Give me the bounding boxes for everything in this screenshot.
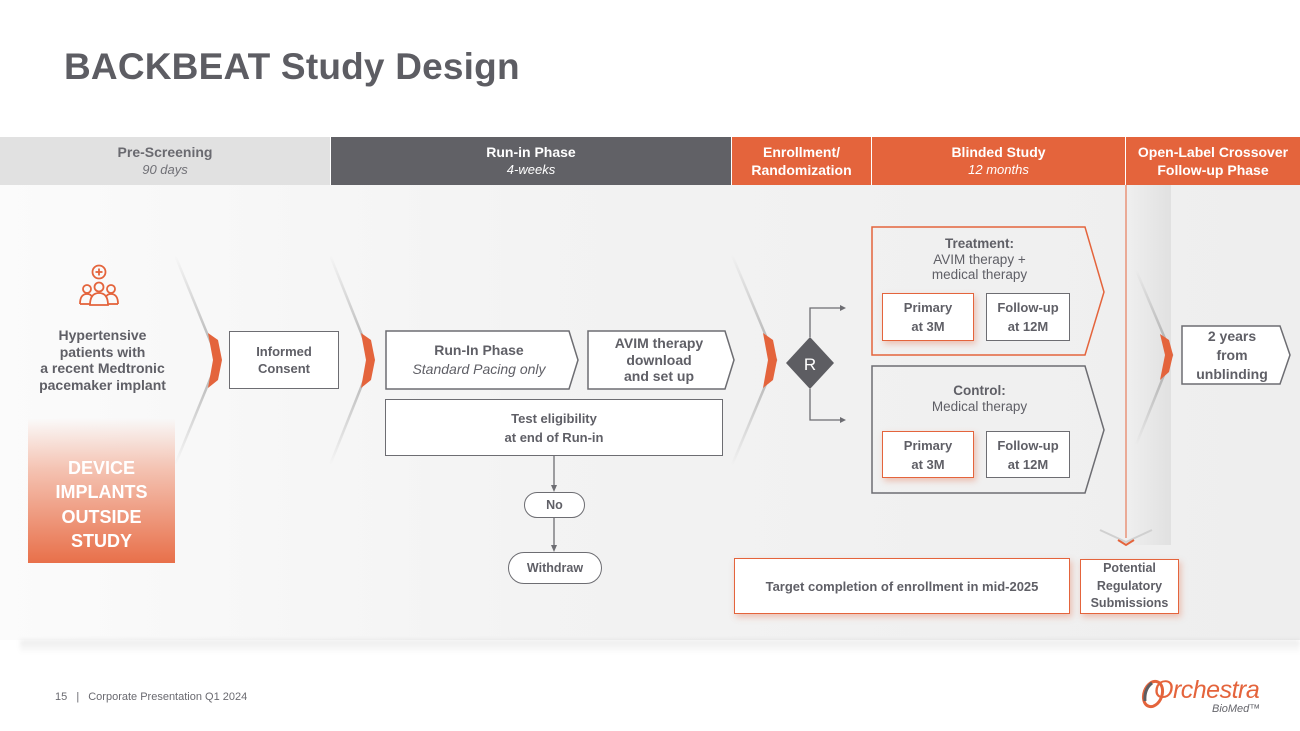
treatment-primary-box: Primary at 3M xyxy=(882,293,974,341)
eligibility-line: at end of Run-in xyxy=(504,429,604,445)
treatment-desc: AVIM therapy + xyxy=(933,251,1026,267)
control-title: Control: xyxy=(953,383,1006,398)
crossover-line: from xyxy=(1216,346,1248,363)
crossover-line: unblinding xyxy=(1196,365,1268,382)
regulatory-submissions-box: Potential Regulatory Submissions xyxy=(1080,559,1179,614)
footer-separator: | xyxy=(76,691,80,703)
withdraw-pill: Withdraw xyxy=(508,552,602,584)
patients-line: patients with xyxy=(59,343,146,360)
patients-description: Hypertensive patients with a recent Medt… xyxy=(20,327,185,393)
followup-line: Follow-up xyxy=(997,300,1059,315)
phase-title: Open-Label Crossover xyxy=(1137,144,1289,160)
randomization-label: R xyxy=(803,355,817,374)
avim-line: download xyxy=(626,351,692,368)
treatment-arm-header: Treatment: AVIM therapy + medical therap… xyxy=(872,236,1087,283)
control-desc: Medical therapy xyxy=(931,398,1028,414)
panel-shadow xyxy=(20,640,1300,654)
phase-blinded-study: Blinded Study 12 months xyxy=(872,137,1125,185)
test-eligibility-box: Test eligibility at end of Run-in xyxy=(385,399,723,456)
patients-line: pacemaker implant xyxy=(39,376,166,393)
device-line: STUDY xyxy=(70,531,132,551)
phase-title: Enrollment/ xyxy=(762,144,840,160)
device-line: OUTSIDE xyxy=(61,506,142,527)
run-in-subtitle: Standard Pacing only xyxy=(412,361,546,377)
phase-title: Run-in Phase xyxy=(486,144,576,160)
regulatory-line: Regulatory xyxy=(1096,578,1163,593)
phase-title: Blinded Study xyxy=(951,144,1046,160)
patients-line: a recent Medtronic xyxy=(40,360,165,376)
control-primary-box: Primary at 3M xyxy=(882,431,974,478)
device-line: IMPLANTS xyxy=(55,482,148,502)
regulatory-line: Potential xyxy=(1103,561,1156,576)
phase-title: Pre-Screening xyxy=(117,144,213,160)
patients-medical-icon xyxy=(79,264,119,306)
device-line: DEVICE xyxy=(67,457,136,478)
avim-line: and set up xyxy=(623,368,694,385)
device-implants-callout: DEVICE IMPLANTS OUTSIDE STUDY xyxy=(28,418,175,563)
phase-subtitle: Follow-up Phase xyxy=(1157,162,1269,178)
consent-line: Informed xyxy=(256,344,312,359)
followup-line: at 12M xyxy=(1007,456,1049,472)
patients-line: Hypertensive xyxy=(58,327,147,343)
primary-line: Primary xyxy=(903,437,953,453)
run-in-phase-box: Run-In Phase Standard Pacing only xyxy=(386,331,572,389)
avim-line: AVIM therapy xyxy=(614,335,704,352)
no-decision-pill: No xyxy=(524,492,585,518)
primary-line: at 3M xyxy=(911,319,945,334)
phase-subtitle: 12 months xyxy=(968,162,1029,177)
phase-run-in: Run-in Phase 4-weeks xyxy=(331,137,731,185)
crossover-line: 2 years xyxy=(1207,327,1257,344)
regulatory-line: Submissions xyxy=(1090,596,1169,611)
footer-text: Corporate Presentation Q1 2024 xyxy=(88,691,248,703)
phase-enrollment: Enrollment/ Randomization xyxy=(732,137,871,185)
run-in-title: Run-In Phase xyxy=(434,342,524,358)
control-followup-box: Follow-up at 12M xyxy=(986,431,1070,478)
informed-consent-box: Informed Consent xyxy=(229,331,339,389)
phase-subtitle: 90 days xyxy=(142,162,188,177)
primary-line: at 3M xyxy=(911,456,945,472)
logo-sub-text: BioMed™ xyxy=(1212,703,1261,715)
primary-line: Primary xyxy=(903,300,953,315)
phase-open-label: Open-Label Crossover Follow-up Phase xyxy=(1126,137,1300,185)
phase-subtitle: Randomization xyxy=(751,162,852,178)
page-title: BACKBEAT Study Design xyxy=(64,46,520,87)
page-number: 15 xyxy=(55,691,68,703)
crossover-box: 2 years from unblinding xyxy=(1182,326,1282,384)
logo-main-text: Orchestra xyxy=(1154,676,1260,704)
phase-pre-screening: Pre-Screening 90 days xyxy=(0,137,330,185)
consent-line: Consent xyxy=(258,361,310,376)
followup-line: at 12M xyxy=(1007,319,1049,334)
orchestra-biomed-logo: Orchestra BioMed™ xyxy=(1140,676,1270,716)
treatment-followup-box: Follow-up at 12M xyxy=(986,293,1070,341)
target-completion-box: Target completion of enrollment in mid-2… xyxy=(734,558,1070,614)
logo-swoosh-icon xyxy=(1141,679,1165,709)
followup-line: Follow-up xyxy=(997,437,1059,453)
treatment-title: Treatment: xyxy=(944,236,1015,251)
footer: 15 | Corporate Presentation Q1 2024 xyxy=(55,691,247,703)
treatment-desc: medical therapy xyxy=(931,267,1028,282)
avim-setup-box: AVIM therapy download and set up xyxy=(588,331,730,389)
eligibility-line: Test eligibility xyxy=(511,410,597,426)
control-arm-header: Control: Medical therapy xyxy=(872,383,1087,414)
phase-subtitle: 4-weeks xyxy=(506,162,556,177)
